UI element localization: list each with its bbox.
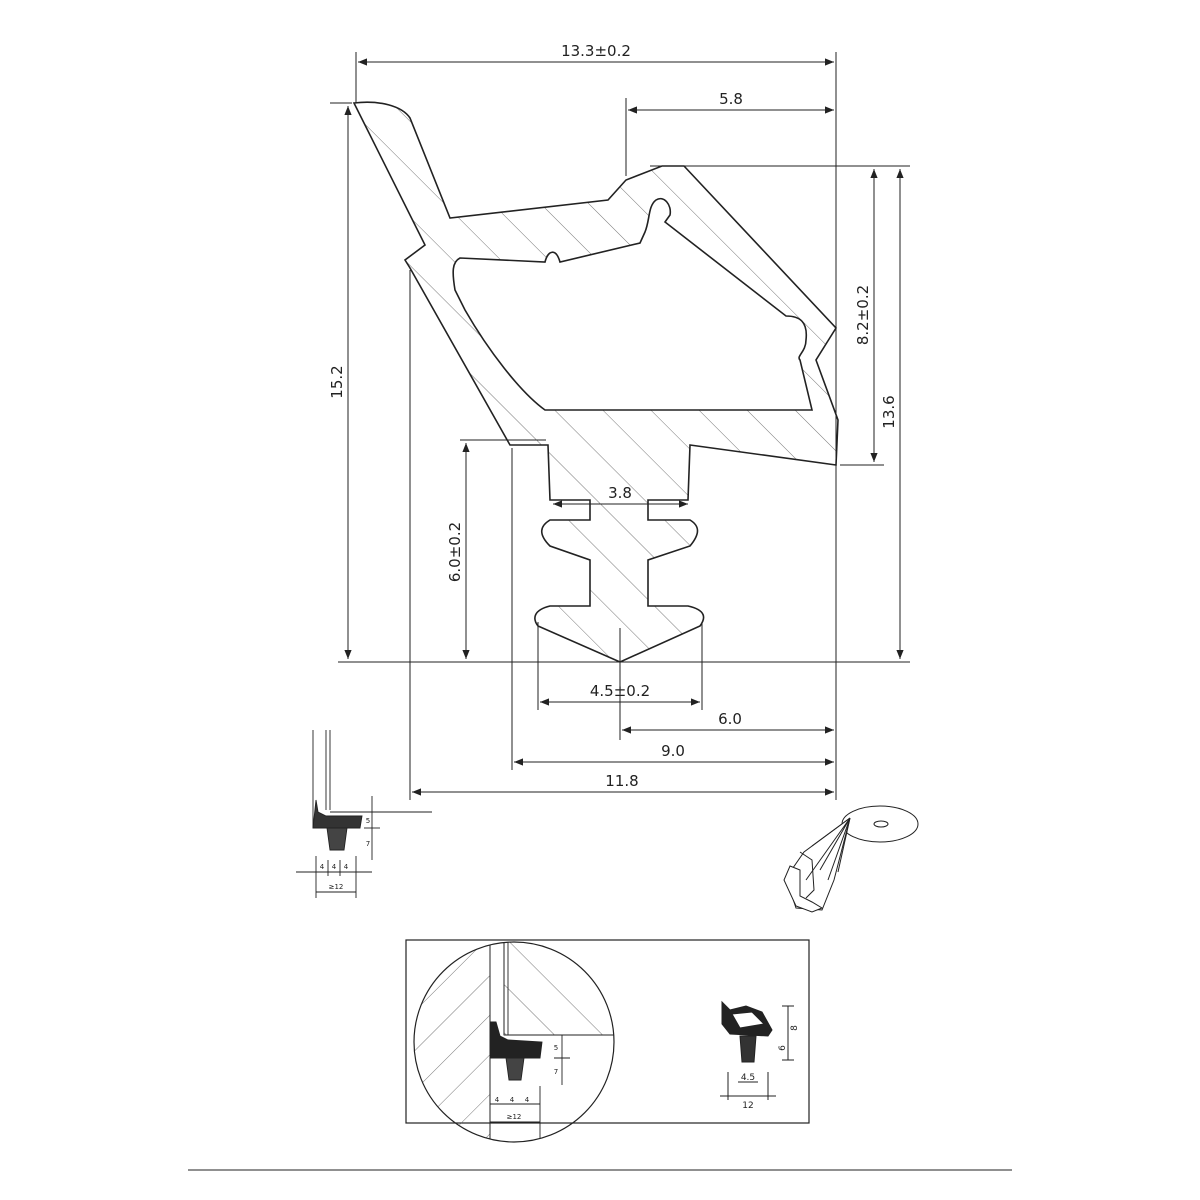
detail-left-d1: 4: [320, 863, 325, 871]
dim-offset-11: 11.8: [605, 772, 638, 790]
dim-overall-width: 13.3±0.2: [561, 42, 631, 60]
dim-foot-height: 6.0±0.2: [446, 522, 464, 582]
mini-profile-width-top: 4.5: [741, 1073, 755, 1083]
detail-box-h1: 5: [554, 1044, 558, 1052]
detail-left-h1: 5: [366, 817, 370, 825]
dim-foot-width: 3.8: [608, 484, 632, 502]
dim-top-lip: 5.8: [719, 90, 743, 108]
detail-left-h2: 7: [366, 840, 370, 848]
detail-box-d3: 4: [525, 1096, 530, 1104]
installation-detail-left-labels: 4 4 4 ≥12 5 7: [320, 817, 370, 891]
detail-left-total: ≥12: [329, 883, 344, 891]
detail-left-d3: 4: [344, 863, 349, 871]
isometric-profile-sketch: [783, 805, 919, 913]
mini-profile: [720, 1000, 794, 1100]
detail-box-d1: 4: [495, 1096, 500, 1104]
detail-box-total: ≥12: [507, 1113, 522, 1121]
mini-profile-h2: 8: [790, 1025, 800, 1031]
mini-profile-h1: 6: [778, 1045, 788, 1051]
dim-right-height: 13.6: [880, 395, 898, 428]
dimension-labels: 13.3±0.2 5.8 15.2 8.2±0.2 13.6 6.0±0.2 3…: [328, 42, 898, 790]
profile-cavity: [452, 197, 814, 411]
detail-left-d2: 4: [332, 863, 337, 871]
dim-overall-height: 15.2: [328, 365, 346, 398]
dim-offset-6: 6.0: [718, 710, 742, 728]
main-profile: [352, 101, 839, 663]
dimension-lines: [330, 52, 910, 800]
detail-box: 4 4 4 ≥12 5 7 4.5 12 6 8: [405, 939, 810, 1143]
mini-profile-width-bottom: 12: [742, 1101, 753, 1111]
detail-box-h2: 7: [554, 1068, 558, 1076]
installation-detail-left: [296, 730, 432, 898]
detail-box-d2: 4: [510, 1096, 515, 1104]
dim-head-height: 8.2±0.2: [854, 285, 872, 345]
dim-tip-width: 4.5±0.2: [590, 682, 650, 700]
dim-offset-9: 9.0: [661, 742, 685, 760]
